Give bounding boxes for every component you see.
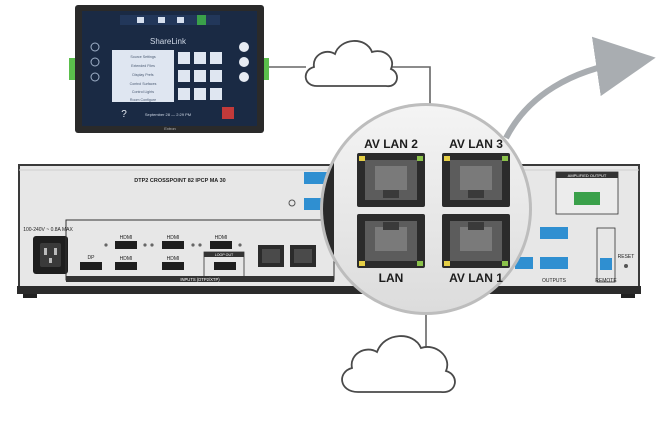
volume-icon[interactable] xyxy=(239,57,249,67)
menu-item[interactable]: Display Prefs xyxy=(132,73,153,77)
side-icon[interactable] xyxy=(90,57,100,67)
dp-port xyxy=(80,262,102,270)
hdmi-label: HDMI xyxy=(120,256,133,262)
ethernet-port-icon xyxy=(258,245,316,267)
status-icon xyxy=(158,17,165,23)
hdmi-label: HDMI xyxy=(215,235,228,241)
menu-item[interactable]: Control Surfaces xyxy=(130,82,157,86)
model-label: DTP2 CROSSPOINT 82 IPCP MA 30 xyxy=(134,178,225,184)
status-icon xyxy=(177,17,184,23)
power-inlet-icon xyxy=(33,236,68,274)
port-label: AV LAN 2 xyxy=(364,137,418,151)
remote-label: REMOTE xyxy=(595,278,617,284)
loop-out-label: LOOP OUT xyxy=(215,253,234,257)
remote-frame xyxy=(596,227,616,283)
help-icon[interactable]: ? xyxy=(121,109,127,120)
port-label: AV LAN 1 xyxy=(449,271,503,285)
cloud-icon xyxy=(341,335,456,393)
status-icon xyxy=(137,17,144,23)
ethernet-port-icon xyxy=(357,214,425,268)
menu-item[interactable]: Room Configure xyxy=(130,98,156,102)
ethernet-port-icon xyxy=(442,153,510,207)
amp-terminal xyxy=(574,192,600,205)
status-icon xyxy=(197,15,206,25)
outputs-terminal xyxy=(540,227,568,239)
power-label: 100-240V ~ 0.8A MAX xyxy=(23,227,73,233)
magnifier: AV LAN 2 AV LAN 3 LAN xyxy=(320,103,532,315)
ethernet-port-icon xyxy=(357,153,425,207)
menu-item[interactable]: Control Lights xyxy=(132,90,154,94)
volume-icon[interactable] xyxy=(239,42,249,52)
indicator-icon xyxy=(288,199,296,207)
power-button[interactable] xyxy=(222,107,234,119)
ethernet-port-icon xyxy=(442,214,510,268)
side-icon[interactable] xyxy=(90,42,100,52)
dp-label: DP xyxy=(88,255,96,261)
amp-output-label: AMPLIFIED OUTPUT xyxy=(568,173,607,178)
cloud-icon xyxy=(304,40,398,87)
port-label: LAN xyxy=(379,271,404,285)
menu-item[interactable]: Source Settings xyxy=(130,55,156,59)
outputs-terminal xyxy=(540,257,568,269)
volume-icon[interactable] xyxy=(239,72,249,82)
touchpanel-title: ShareLink xyxy=(150,37,187,46)
side-icon[interactable] xyxy=(90,72,100,82)
port-label: AV LAN 3 xyxy=(449,137,503,151)
touchpanel: ShareLink Source Settings Extended Files… xyxy=(69,5,269,133)
hdmi-label: HDMI xyxy=(167,256,180,262)
touchpanel-grid xyxy=(178,52,222,100)
outputs-label: OUTPUTS xyxy=(542,278,567,284)
reset-label: RESET xyxy=(618,254,635,260)
remote-terminal xyxy=(600,258,612,270)
reset-button[interactable] xyxy=(624,264,628,268)
inputs-label: INPUTS (DTP2/XTP) xyxy=(180,277,220,282)
hdmi-label: HDMI xyxy=(120,235,133,241)
touchpanel-menu: Source Settings Extended Files Display P… xyxy=(112,50,174,102)
hdmi-port-icon xyxy=(115,241,236,270)
arrow-icon xyxy=(503,36,656,140)
brand-logo: Extron xyxy=(164,126,176,131)
status-text: September 28 — 2:29 PM xyxy=(145,112,191,117)
outputs-terminal xyxy=(515,257,533,269)
hdmi-label: HDMI xyxy=(167,235,180,241)
menu-item[interactable]: Extended Files xyxy=(131,64,155,68)
